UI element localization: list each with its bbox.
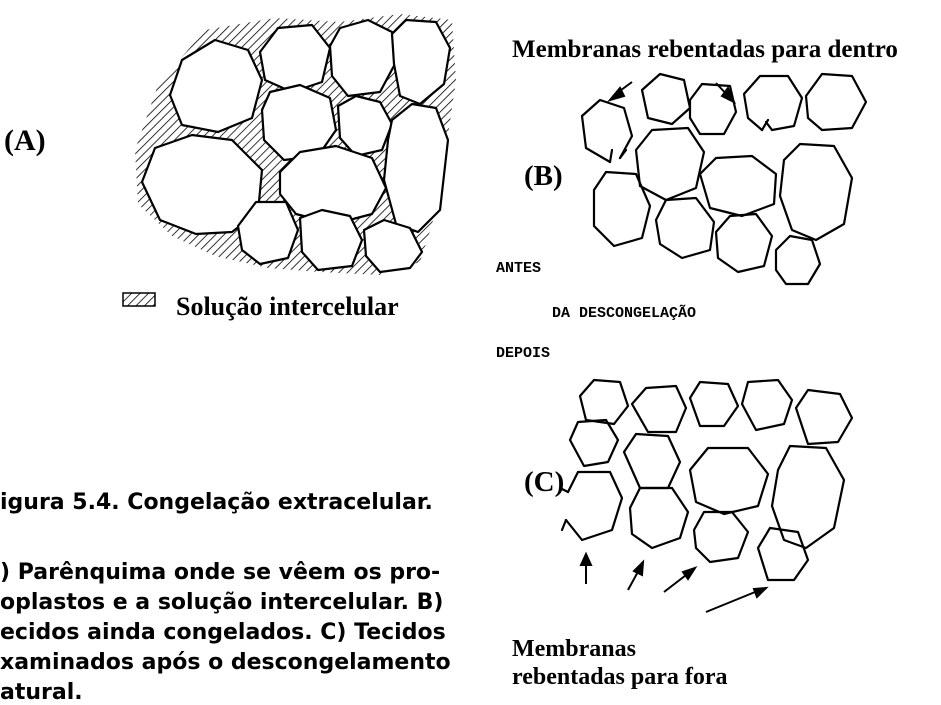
cell — [390, 18, 452, 106]
cell — [236, 200, 300, 266]
cell — [258, 23, 332, 94]
cell — [382, 102, 450, 234]
cell — [794, 388, 854, 446]
label-membranes-inward: Membranas rebentadas para dentro — [512, 36, 898, 63]
label-depois: DEPOIS — [496, 345, 551, 362]
cell — [774, 234, 822, 286]
cell — [742, 74, 804, 132]
panel-b-arrows — [607, 81, 736, 105]
label-a: (A) — [4, 124, 46, 157]
figure-caption-line: atural. — [0, 680, 83, 705]
cell — [688, 446, 770, 516]
cell — [688, 380, 740, 428]
cell — [568, 418, 620, 468]
label-c: (C) — [524, 466, 565, 498]
label-membranes-outward-line1: Membranas — [512, 636, 636, 662]
cell — [580, 98, 634, 164]
label-da-descongelacao: DA DESCONGELAÇÃO — [552, 305, 697, 322]
legend-label: Solução intercelular — [176, 292, 399, 321]
cell — [756, 526, 810, 582]
cell — [336, 94, 394, 158]
label-antes: ANTES — [496, 260, 542, 277]
cell — [804, 72, 868, 132]
label-b: (B) — [524, 160, 563, 192]
cell — [362, 218, 424, 274]
cell — [692, 510, 750, 564]
figure-caption-line: oplastos e a solução intercelular. B) — [0, 590, 444, 615]
cell — [654, 196, 716, 260]
burst-membrane — [558, 486, 570, 532]
cell — [260, 83, 338, 162]
cell — [698, 154, 778, 218]
cell — [140, 133, 264, 236]
cell — [770, 444, 846, 550]
cell — [714, 212, 774, 274]
cell — [592, 170, 652, 248]
label-membranes-outward-line2: rebentadas para fora — [512, 664, 728, 690]
cell — [640, 72, 692, 126]
cell — [740, 378, 794, 432]
panel-b-cells — [580, 72, 868, 286]
cell — [168, 38, 264, 134]
cell — [578, 378, 630, 426]
cell — [630, 384, 688, 434]
cell — [298, 208, 364, 272]
burst-membrane — [608, 148, 628, 164]
panel-a-cells — [135, 14, 456, 275]
figure-caption-line: xaminados após o descongelamento — [0, 650, 451, 675]
panel-c-arrows — [579, 551, 769, 613]
burst-membrane — [760, 118, 774, 132]
cell — [564, 470, 624, 542]
cell — [628, 486, 690, 550]
figure-caption-line: ecidos ainda congelados. C) Tecidos — [0, 620, 446, 645]
cell — [688, 82, 738, 136]
cell — [634, 126, 706, 202]
figure-caption-title: igura 5.4. Congelação extracelular. — [0, 490, 433, 515]
hatched-swatch-icon — [122, 292, 156, 307]
panel-c-cells — [558, 378, 854, 582]
figure-caption-line: ) Parênquima onde se vêem os pro- — [0, 560, 441, 585]
cell — [778, 142, 854, 242]
cell — [622, 432, 682, 490]
